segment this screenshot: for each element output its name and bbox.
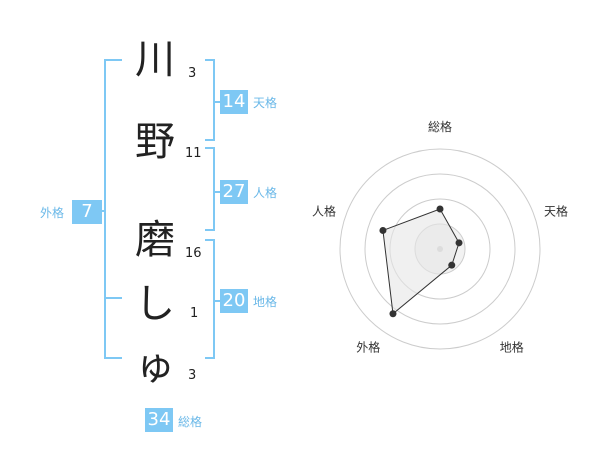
radar-axis-label-1: 総格 xyxy=(428,119,452,134)
name-char-1: 川 xyxy=(135,37,175,83)
radar-point-4 xyxy=(389,310,397,318)
radar-polygon xyxy=(382,208,460,315)
name-char-2: 野 xyxy=(135,119,175,165)
radar-axis-label-3: 地格 xyxy=(500,340,524,355)
radar-point-2 xyxy=(455,239,463,247)
gaikaku-value-badge: 7 xyxy=(72,200,102,224)
jinkaku-bracket xyxy=(205,147,215,231)
radar-point-3 xyxy=(448,261,456,269)
name-char-5: ゅ xyxy=(135,343,175,389)
jinkaku-label: 人格 xyxy=(253,186,278,200)
radar-axis-label-4: 外格 xyxy=(356,340,380,355)
chikaku-value-badge: 20 xyxy=(220,289,248,313)
gaikaku-label: 外格 xyxy=(40,206,65,220)
gaikaku-bracket xyxy=(104,59,122,359)
radar-axis-label-5: 人格 xyxy=(312,203,336,218)
radar-point-1 xyxy=(436,205,444,213)
tenkaku-bracket xyxy=(205,59,215,141)
soukaku-value-badge: 34 xyxy=(145,408,173,432)
stroke-count-2: 11 xyxy=(185,146,202,161)
stroke-count-5: 3 xyxy=(188,368,197,383)
chikaku-bracket xyxy=(205,239,215,359)
stroke-count-1: 3 xyxy=(188,66,197,81)
radar-point-5 xyxy=(379,226,387,234)
radar-axis-label-2: 天格 xyxy=(544,203,568,218)
jinkaku-value-badge: 27 xyxy=(220,180,248,204)
chikaku-label: 地格 xyxy=(253,295,278,309)
soukaku-label: 総格 xyxy=(178,415,203,429)
stroke-count-3: 16 xyxy=(185,246,202,261)
tenkaku-value-badge: 14 xyxy=(220,90,248,114)
stroke-count-4: 1 xyxy=(190,306,199,321)
name-char-4: し xyxy=(135,281,175,327)
tenkaku-label: 天格 xyxy=(253,96,278,110)
name-char-3: 磨 xyxy=(135,217,175,263)
